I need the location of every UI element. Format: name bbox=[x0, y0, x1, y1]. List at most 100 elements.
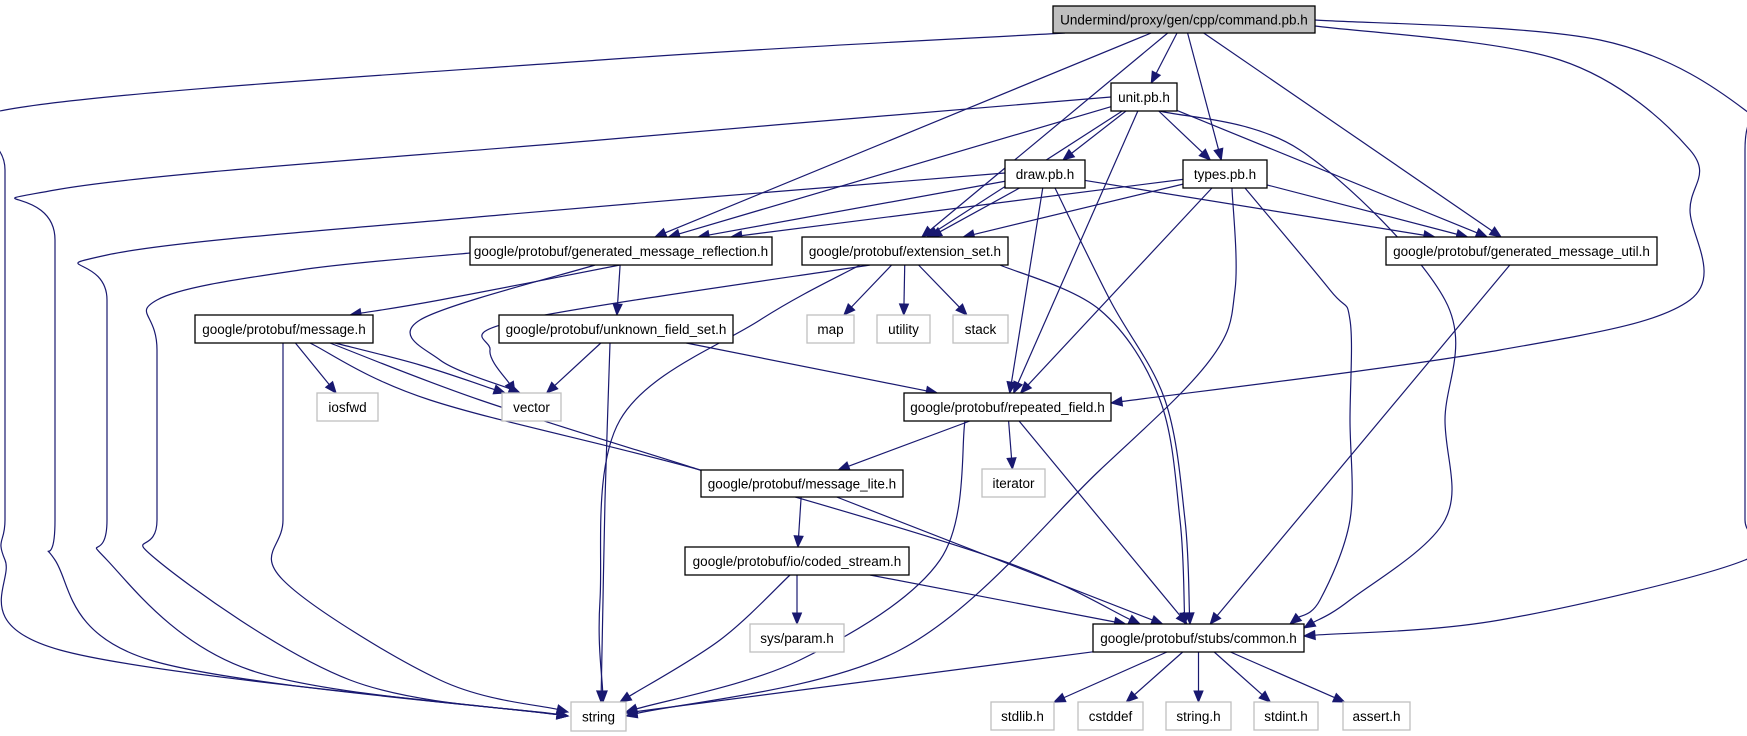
node-extset[interactable]: google/protobuf/extension_set.h bbox=[801, 236, 1009, 266]
node-stringh: string.h bbox=[1165, 701, 1232, 731]
edge-line bbox=[334, 342, 496, 391]
edge-ufs-to-repfield bbox=[686, 342, 939, 396]
arrowhead-icon bbox=[618, 691, 633, 703]
arrowhead-icon bbox=[1474, 227, 1489, 238]
arrowhead-icon bbox=[1288, 612, 1303, 625]
node-box bbox=[801, 236, 1009, 266]
edge-command-to-common bbox=[1302, 19, 1747, 641]
edge-line bbox=[1266, 184, 1459, 236]
node-label: sys/param.h bbox=[760, 631, 834, 646]
node-label: utility bbox=[888, 322, 919, 337]
node-command[interactable]: Undermind/proxy/gen/cpp/command.pb.h bbox=[1052, 5, 1316, 34]
edge-line bbox=[1008, 420, 1013, 460]
node-box bbox=[903, 392, 1112, 422]
edge-line bbox=[0, 32, 1066, 716]
edge-line bbox=[1062, 651, 1168, 699]
edge-command-to-types bbox=[1187, 32, 1224, 162]
edge-gmr-to-message bbox=[348, 264, 621, 319]
node-iterator: iterator bbox=[981, 468, 1046, 498]
edge-types-to-gmr bbox=[729, 178, 1184, 241]
arrowhead-icon bbox=[324, 380, 337, 395]
arrowhead-icon bbox=[1198, 148, 1212, 161]
node-label: assert.h bbox=[1352, 709, 1400, 724]
node-box bbox=[981, 468, 1046, 498]
edge-line bbox=[1010, 187, 1044, 384]
node-gmr[interactable]: google/protobuf/generated_message_reflec… bbox=[469, 236, 773, 266]
node-gmu[interactable]: google/protobuf/generated_message_util.h bbox=[1385, 236, 1658, 266]
edge-line bbox=[1159, 110, 1457, 624]
edge-command-to-unit bbox=[1150, 32, 1178, 85]
edge-coded-to-string bbox=[618, 574, 791, 703]
edge-msglite-to-coded bbox=[793, 496, 804, 549]
node-label: draw.pb.h bbox=[1016, 167, 1075, 182]
edge-line bbox=[918, 264, 961, 309]
edge-line bbox=[1054, 187, 1191, 615]
node-draw[interactable]: draw.pb.h bbox=[1004, 159, 1086, 189]
node-label: stack bbox=[965, 322, 997, 337]
node-string: string bbox=[570, 701, 627, 732]
node-box bbox=[684, 546, 910, 576]
node-box bbox=[1342, 701, 1411, 731]
arrowhead-icon bbox=[1127, 614, 1142, 625]
node-vector: vector bbox=[501, 392, 562, 422]
edge-line bbox=[836, 496, 1154, 621]
edge-repfield-to-msglite bbox=[837, 420, 971, 471]
arrowhead-icon bbox=[837, 461, 851, 471]
edge-draw-to-gmu bbox=[1084, 179, 1437, 241]
node-ufs[interactable]: google/protobuf/unknown_field_set.h bbox=[498, 314, 734, 344]
node-label: unit.pb.h bbox=[1118, 90, 1170, 105]
node-label: iterator bbox=[992, 476, 1035, 491]
node-types[interactable]: types.pb.h bbox=[1182, 159, 1268, 189]
node-box bbox=[1182, 159, 1268, 189]
node-box bbox=[1077, 701, 1144, 731]
node-label: types.pb.h bbox=[1194, 167, 1256, 182]
edge-line bbox=[847, 420, 971, 468]
arrowhead-icon bbox=[1302, 629, 1316, 641]
edge-line bbox=[1203, 32, 1494, 232]
node-coded[interactable]: google/protobuf/io/coded_stream.h bbox=[684, 546, 910, 576]
arrowhead-icon bbox=[898, 303, 910, 317]
edge-line bbox=[1187, 32, 1220, 151]
node-box bbox=[194, 314, 374, 344]
arrowhead-icon bbox=[842, 303, 856, 316]
edge-line bbox=[1244, 187, 1353, 619]
edge-line bbox=[635, 651, 1094, 713]
edge-common-to-string bbox=[624, 651, 1094, 717]
edge-line bbox=[797, 496, 802, 538]
node-box bbox=[876, 314, 931, 344]
node-msglite[interactable]: google/protobuf/message_lite.h bbox=[700, 469, 904, 498]
edge-line bbox=[1026, 187, 1213, 387]
edge-line bbox=[616, 264, 621, 306]
node-box bbox=[952, 314, 1009, 344]
edge-unit-to-types bbox=[1158, 110, 1212, 161]
edge-command-to-string bbox=[0, 32, 1066, 720]
node-box bbox=[498, 314, 734, 344]
node-label: stdint.h bbox=[1264, 709, 1308, 724]
node-sysparam: sys/param.h bbox=[749, 623, 845, 653]
node-unit[interactable]: unit.pb.h bbox=[1110, 82, 1178, 112]
edge-ufs-to-vector bbox=[545, 342, 602, 394]
edge-extset-to-stack bbox=[918, 264, 968, 316]
edge-line bbox=[635, 420, 966, 710]
edge-types-to-common bbox=[1244, 187, 1353, 625]
arrowhead-icon bbox=[1052, 692, 1067, 703]
node-label: stdlib.h bbox=[1001, 709, 1044, 724]
edge-ufs-to-string bbox=[595, 342, 611, 704]
node-message[interactable]: google/protobuf/message.h bbox=[194, 314, 374, 344]
node-common[interactable]: google/protobuf/stubs/common.h bbox=[1092, 623, 1305, 653]
edge-coded-to-common bbox=[869, 574, 1127, 627]
edge-line bbox=[359, 264, 621, 314]
edge-line bbox=[677, 106, 1112, 235]
edge-coded-to-sysparam bbox=[791, 575, 803, 626]
edge-line bbox=[598, 264, 861, 693]
arrowhead-icon bbox=[653, 227, 668, 238]
node-repfield[interactable]: google/protobuf/repeated_field.h bbox=[903, 392, 1112, 422]
edge-line bbox=[1084, 179, 1426, 236]
node-stack: stack bbox=[952, 314, 1009, 344]
arrowhead-icon bbox=[1061, 148, 1076, 161]
node-label: google/protobuf/extension_set.h bbox=[809, 244, 1001, 259]
arrowhead-icon bbox=[1006, 457, 1017, 471]
node-label: string.h bbox=[1176, 709, 1220, 724]
edge-extset-to-map bbox=[842, 264, 893, 316]
edge-line bbox=[1216, 264, 1511, 617]
